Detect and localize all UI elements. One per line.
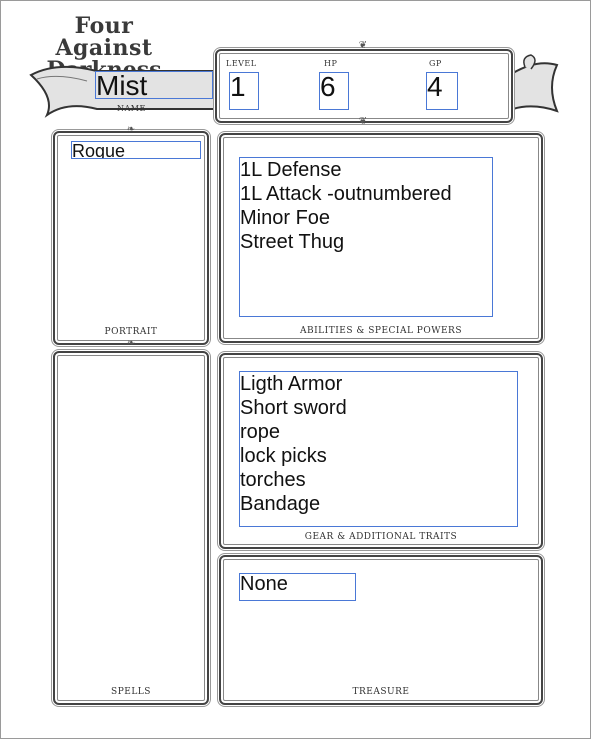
abilities-line: Minor Foe bbox=[240, 207, 331, 229]
header-stats-frame bbox=[215, 49, 513, 123]
hp-label: HP bbox=[324, 59, 338, 68]
portrait-bottom-ornament-icon: ❧ bbox=[126, 338, 136, 349]
gear-line: Ligth Armor bbox=[240, 373, 343, 395]
name-value: Mist bbox=[96, 71, 148, 99]
level-value: 1 bbox=[230, 72, 246, 102]
abilities-line: Street Thug bbox=[240, 231, 345, 253]
gear-line: torches bbox=[240, 469, 306, 491]
gp-input[interactable]: 4 bbox=[426, 72, 458, 110]
logo-line-1: Four Against bbox=[55, 13, 153, 61]
abilities-label: ABILITIES & SPECIAL POWERS bbox=[300, 326, 462, 336]
gear-line: lock picks bbox=[240, 445, 327, 467]
abilities-frame: ABILITIES & SPECIAL POWERS bbox=[219, 133, 543, 343]
gear-textarea[interactable]: Ligth Armor Short sword rope lock picks … bbox=[239, 371, 518, 527]
treasure-frame: TREASURE bbox=[219, 555, 543, 705]
level-input[interactable]: 1 bbox=[229, 72, 259, 110]
gear-frame: GEAR & ADDITIONAL TRAITS bbox=[219, 353, 543, 549]
class-value: Rogue bbox=[72, 141, 126, 159]
name-label: NAME bbox=[117, 104, 146, 113]
portrait-top-ornament-icon: ❧ bbox=[126, 124, 136, 135]
treasure-value: None bbox=[240, 573, 288, 595]
abilities-textarea[interactable]: 1L Defense 1L Attack -outnumbered Minor … bbox=[239, 157, 493, 317]
hp-value: 6 bbox=[320, 72, 336, 102]
ribbon-banner-icon bbox=[29, 54, 559, 118]
level-label: LEVEL bbox=[226, 59, 257, 68]
portrait-label: PORTRAIT bbox=[104, 327, 158, 337]
abilities-line: 1L Defense bbox=[240, 159, 342, 181]
spells-frame: SPELLS bbox=[53, 351, 209, 705]
header-bottom-ornament-icon: ❦ bbox=[358, 116, 368, 127]
name-input[interactable]: Mist bbox=[95, 71, 213, 99]
treasure-label: TREASURE bbox=[352, 687, 410, 697]
gear-line: Bandage bbox=[240, 493, 321, 515]
gear-line: Short sword bbox=[240, 397, 347, 419]
gear-line: rope bbox=[240, 421, 281, 443]
spells-label: SPELLS bbox=[111, 687, 151, 697]
portrait-frame: PORTRAIT bbox=[53, 131, 209, 345]
header-top-ornament-icon: ❦ bbox=[358, 40, 368, 51]
gear-label: GEAR & ADDITIONAL TRAITS bbox=[304, 532, 458, 542]
gp-value: 4 bbox=[427, 72, 443, 102]
class-input[interactable]: Rogue bbox=[71, 141, 201, 159]
treasure-input[interactable]: None bbox=[239, 573, 356, 601]
gp-label: GP bbox=[429, 59, 442, 68]
hp-input[interactable]: 6 bbox=[319, 72, 349, 110]
abilities-line: 1L Attack -outnumbered bbox=[240, 183, 452, 205]
